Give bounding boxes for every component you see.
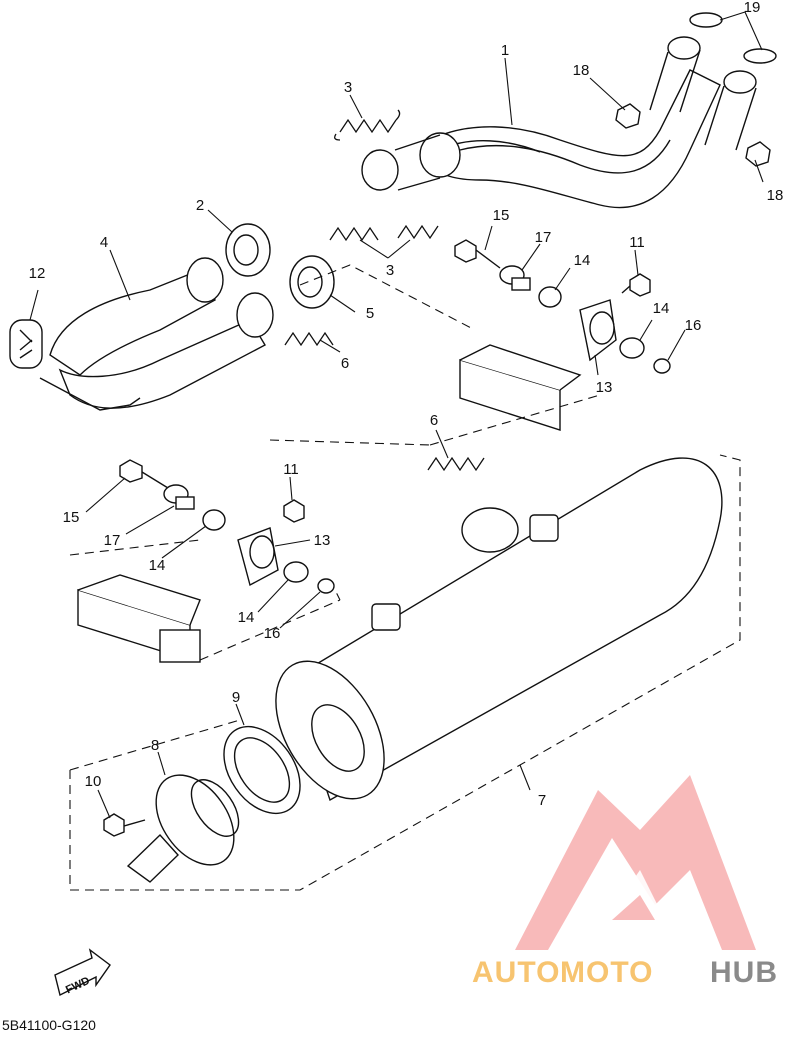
nut-18 bbox=[615, 103, 771, 167]
bolt-15-lower bbox=[119, 459, 169, 489]
label-part-17: 17 bbox=[104, 532, 121, 549]
label-part-15: 15 bbox=[493, 207, 510, 224]
bolt-11-upper bbox=[621, 273, 651, 297]
spring-6-lower bbox=[427, 456, 485, 472]
label-part-18: 18 bbox=[767, 187, 784, 204]
gasket-2 bbox=[225, 223, 271, 277]
clamp-12 bbox=[9, 319, 43, 369]
collar-17-upper bbox=[499, 265, 531, 291]
watermark-auto: AUTO bbox=[472, 956, 560, 989]
watermark-logo bbox=[515, 775, 756, 950]
label-part-1: 1 bbox=[501, 42, 509, 59]
end-cap-8 bbox=[126, 774, 240, 883]
damper-14-upper-a bbox=[538, 286, 562, 308]
damper-14-lower-b bbox=[283, 561, 309, 583]
pipe-joint bbox=[361, 149, 399, 191]
label-part-17: 17 bbox=[535, 229, 552, 246]
label-part-6: 6 bbox=[430, 412, 438, 429]
fwd-arrow-icon: FWD bbox=[54, 948, 111, 996]
collar-17-lower bbox=[163, 484, 195, 510]
label-part-5: 5 bbox=[366, 305, 374, 322]
damper-14-lower-a bbox=[202, 509, 226, 531]
label-part-14: 14 bbox=[149, 557, 166, 574]
bolt-11-lower bbox=[283, 499, 305, 523]
watermark-hub: HUB bbox=[710, 956, 778, 989]
label-part-18: 18 bbox=[573, 62, 590, 79]
label-part-3: 3 bbox=[344, 79, 352, 96]
exhaust-pipe bbox=[419, 36, 757, 209]
label-part-16: 16 bbox=[264, 625, 281, 642]
middle-pipe bbox=[39, 257, 274, 411]
label-part-7: 7 bbox=[538, 792, 546, 809]
gasket-19 bbox=[689, 12, 777, 64]
label-part-14: 14 bbox=[238, 609, 255, 626]
label-part-11: 11 bbox=[629, 234, 645, 251]
springs-3-lower bbox=[329, 224, 439, 242]
gasket-9 bbox=[223, 725, 301, 815]
bracket-13-lower bbox=[237, 527, 279, 587]
bolt-15-upper bbox=[454, 239, 501, 269]
label-part-15: 15 bbox=[63, 509, 80, 526]
bolt-10 bbox=[103, 813, 146, 837]
gasket-5 bbox=[289, 255, 335, 309]
label-part-14: 14 bbox=[653, 300, 670, 317]
washer-16-upper bbox=[653, 358, 671, 374]
watermark-moto: MOTO bbox=[560, 956, 653, 989]
leader-lines bbox=[29, 11, 764, 819]
label-part-11: 11 bbox=[283, 461, 299, 478]
spring-3-upper bbox=[334, 109, 401, 141]
washer-16-lower bbox=[317, 578, 335, 594]
damper-14-upper-b bbox=[619, 337, 645, 359]
label-part-2: 2 bbox=[196, 197, 204, 214]
muffler bbox=[275, 457, 723, 802]
label-part-6: 6 bbox=[341, 355, 349, 372]
label-part-8: 8 bbox=[151, 737, 159, 754]
bracket-13-upper bbox=[579, 299, 617, 362]
watermark-text: AUTO MOTO HUB bbox=[472, 956, 778, 989]
part-labels: 1 2 3 3 4 5 6 6 7 8 9 10 11 11 12 13 13 … bbox=[29, 0, 784, 809]
label-part-4: 4 bbox=[100, 234, 108, 251]
frame-bracket-upper bbox=[459, 344, 582, 431]
spring-6-upper bbox=[284, 331, 334, 347]
label-part-10: 10 bbox=[85, 773, 102, 790]
label-part-3: 3 bbox=[386, 262, 394, 279]
label-part-16: 16 bbox=[685, 317, 702, 334]
label-part-19: 19 bbox=[744, 0, 761, 16]
label-part-9: 9 bbox=[232, 689, 240, 706]
label-part-13: 13 bbox=[596, 379, 613, 396]
frame-bracket-lower bbox=[77, 574, 201, 663]
drawing-code: 5B41100-G120 bbox=[2, 1017, 96, 1033]
label-part-12: 12 bbox=[29, 265, 46, 282]
label-part-13: 13 bbox=[314, 532, 331, 549]
label-part-14: 14 bbox=[574, 252, 591, 269]
